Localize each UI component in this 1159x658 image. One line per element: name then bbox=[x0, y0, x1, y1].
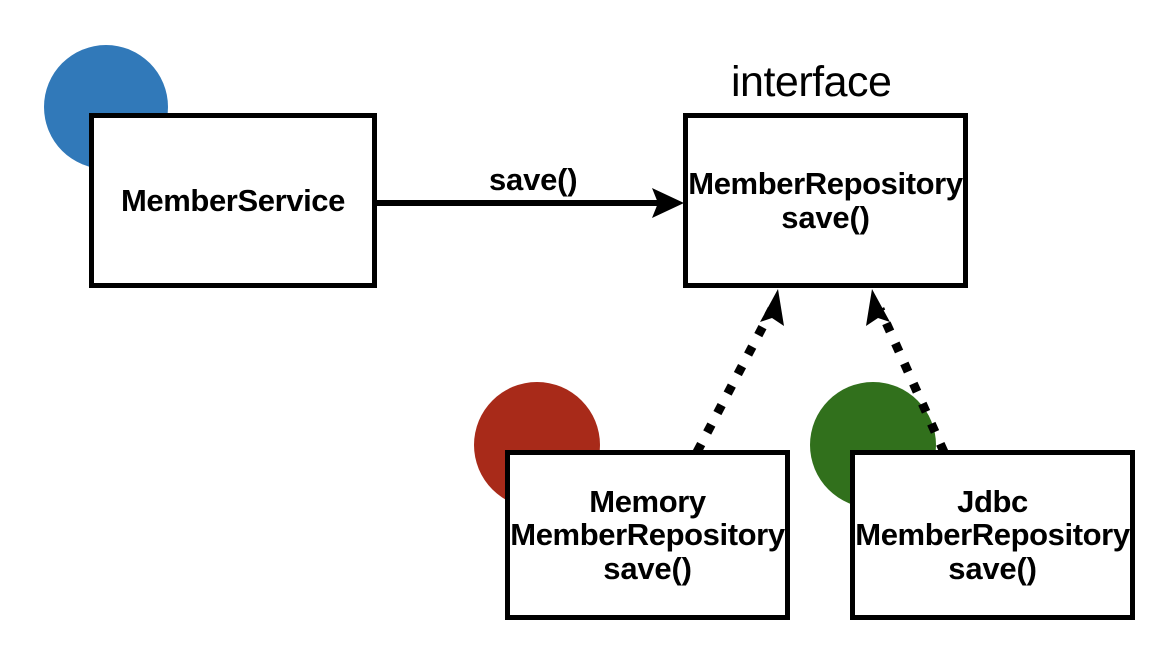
edge-service-to-repository bbox=[376, 188, 684, 218]
class-name-jdbc-line-2: MemberRepository bbox=[855, 517, 1130, 553]
method-member-repository-save: save() bbox=[781, 199, 870, 235]
class-box-memory-member-repository[interactable]: Memory MemberRepository save() bbox=[505, 450, 790, 620]
method-memory-member-repository-save: save() bbox=[603, 550, 692, 586]
method-jdbc-member-repository-save: save() bbox=[948, 550, 1037, 586]
class-name-memory-line-1: Memory bbox=[589, 483, 706, 519]
stereotype-interface-label: interface bbox=[731, 58, 892, 106]
edge-memory-implements-repository bbox=[693, 289, 784, 455]
class-box-jdbc-member-repository[interactable]: Jdbc MemberRepository save() bbox=[850, 450, 1135, 620]
class-box-member-repository[interactable]: MemberRepository save() bbox=[683, 113, 968, 288]
class-name-member-repository: MemberRepository bbox=[688, 166, 963, 202]
class-box-member-service[interactable]: MemberService bbox=[89, 113, 377, 288]
class-name-jdbc-line-1: Jdbc bbox=[957, 483, 1028, 519]
class-name-memory-line-2: MemberRepository bbox=[510, 517, 785, 553]
class-name-member-service: MemberService bbox=[121, 182, 345, 218]
edge-label-save: save() bbox=[489, 162, 578, 197]
edge-jdbc-implements-repository bbox=[866, 289, 949, 454]
